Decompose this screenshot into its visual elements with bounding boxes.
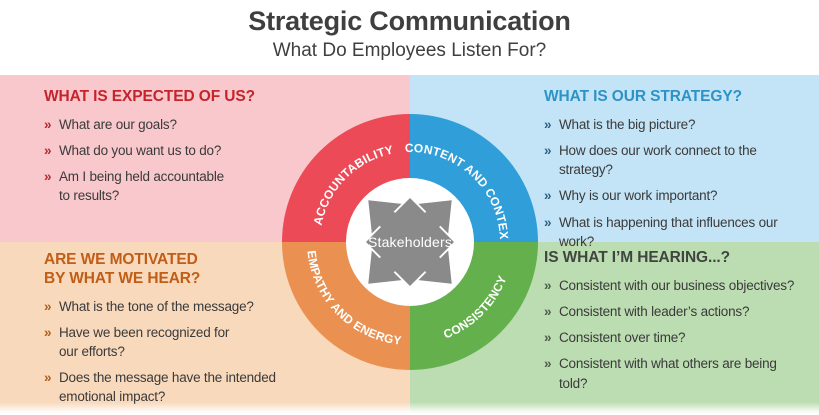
arrow-sw <box>368 230 422 284</box>
list-item: » What are our goals? <box>44 115 284 134</box>
question-text: What do you want us to do? <box>59 143 222 159</box>
question-text: Consistent with what others are being to… <box>559 356 777 391</box>
stakeholders-ring-diagram: ACCOUNTABILITY CONTENT AND CONTEXT EMPAT… <box>282 114 538 370</box>
bullet-icon: » <box>544 304 552 320</box>
question-text: What is happening that influences our wo… <box>559 214 778 249</box>
bullet-icon: » <box>544 188 552 204</box>
list-item: » Does the message have the intended emo… <box>44 368 306 406</box>
list-item: » What is happening that influences our … <box>544 213 818 251</box>
list-item: » What is the tone of the message? <box>44 297 306 316</box>
page-title: Strategic Communication <box>248 6 571 36</box>
bullet-icon: » <box>544 143 552 159</box>
question-text: Have we been recognized for our efforts? <box>59 324 230 360</box>
bullet-icon: » <box>44 324 52 340</box>
bullet-icon: » <box>544 116 552 132</box>
question-text: What are our goals? <box>59 116 177 132</box>
question-text: Consistent with our business objectives? <box>559 277 795 293</box>
question-text: Does the message have the intended emoti… <box>59 370 276 405</box>
list-item: » What do you want us to do? <box>44 141 284 160</box>
stakeholders-label: Stakeholders <box>368 234 452 250</box>
question-text: What is the tone of the message? <box>59 298 254 314</box>
question-text: What is the big picture? <box>559 116 696 132</box>
question-text: Why is our work important? <box>559 188 718 204</box>
bullet-icon: » <box>544 214 552 230</box>
four-way-arrows-icon <box>366 198 454 286</box>
question-list: » Consistent with our business objective… <box>544 276 818 393</box>
quadrant-heading: ARE WE MOTIVATED BY WHAT WE HEAR? <box>44 251 201 287</box>
list-item: » Consistent with our business objective… <box>544 276 818 295</box>
bullet-icon: » <box>44 298 52 314</box>
bullet-icon: » <box>44 143 52 159</box>
question-list: » What are our goals? » What do you want… <box>44 115 284 206</box>
list-item: » Consistent over time? <box>544 328 818 347</box>
quadrant-heading: WHAT IS OUR STRATEGY? <box>544 88 742 105</box>
question-text: Am I being held accountable to results? <box>59 169 224 204</box>
quadrant-heading: IS WHAT I’M HEARING...? <box>544 249 730 266</box>
bullet-icon: » <box>544 277 552 293</box>
bullet-icon: » <box>544 330 552 346</box>
list-item: » Have we been recognized for our effort… <box>44 323 306 361</box>
list-item: » Why is our work important? <box>544 186 818 205</box>
question-text: Consistent over time? <box>559 330 686 346</box>
quadrant-expected-of-us: WHAT IS EXPECTED OF US? » What are our g… <box>44 88 284 213</box>
list-item: » Consistent with leader’s actions? <box>544 302 818 321</box>
quadrant-are-we-motivated: ARE WE MOTIVATED BY WHAT WE HEAR? » What… <box>44 251 306 414</box>
header: Strategic Communication What Do Employee… <box>0 6 819 62</box>
list-item: » Am I being held accountable to results… <box>44 167 284 205</box>
bullet-icon: » <box>544 356 552 372</box>
question-list: » What is the big picture? » How does ou… <box>544 115 818 251</box>
quadrant-what-im-hearing: IS WHAT I’M HEARING...? » Consistent wit… <box>544 249 818 400</box>
bullet-icon: » <box>44 370 52 386</box>
bullet-icon: » <box>44 116 52 132</box>
question-text: How does our work connect to the strateg… <box>559 143 757 178</box>
list-item: » How does our work connect to the strat… <box>544 141 818 179</box>
page-subtitle: What Do Employees Listen For? <box>272 40 547 61</box>
quadrant-heading: WHAT IS EXPECTED OF US? <box>44 88 255 105</box>
question-text: Consistent with leader’s actions? <box>559 304 750 320</box>
question-list: » What is the tone of the message? » Hav… <box>44 297 306 407</box>
bullet-icon: » <box>44 169 52 185</box>
list-item: » Consistent with what others are being … <box>544 354 818 392</box>
list-item: » What is the big picture? <box>544 115 818 134</box>
quadrant-our-strategy: WHAT IS OUR STRATEGY? » What is the big … <box>544 88 818 258</box>
